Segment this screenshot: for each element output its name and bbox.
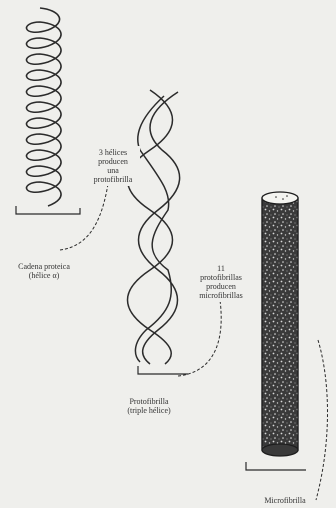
label-3h-line-2: producen — [86, 157, 140, 166]
label-proto-line-1: Protofibrilla — [108, 397, 190, 406]
label-micro-line-1: Microfibrilla — [245, 496, 325, 505]
label-cadena-line-2: (hélice α) — [6, 271, 82, 280]
label-cadena-line-1: Cadena proteica — [6, 262, 82, 271]
label-3-helices: 3 hélices producen una protofibrilla — [86, 146, 140, 186]
alpha-helix-coil — [27, 8, 61, 206]
label-11p-line-3: producen — [186, 282, 256, 291]
protofibrilla-bracket — [138, 366, 188, 374]
label-3h-line-3: una — [86, 166, 140, 175]
microfibrilla-bracket — [246, 462, 306, 470]
label-11p-line-4: microfibrillas — [186, 291, 256, 300]
label-proto-line-2: (triple hélice) — [108, 406, 190, 415]
label-11p-line-1: 11 — [186, 264, 256, 273]
label-cadena-proteica: Cadena proteica (hélice α) — [6, 262, 82, 280]
connector-arrow-3 — [316, 340, 328, 500]
label-3h-line-1: 3 hélices — [86, 148, 140, 157]
label-11p-line-2: protofibrillas — [186, 273, 256, 282]
label-microfibrilla: Microfibrilla — [245, 496, 325, 505]
label-3h-line-4: protofibrilla — [86, 175, 140, 184]
triple-helix — [128, 90, 180, 364]
cadena-bracket — [16, 206, 80, 214]
microfibril-rod — [262, 192, 298, 456]
label-protofibrilla: Protofibrilla (triple hélice) — [108, 397, 190, 415]
label-11-protofibrillas: 11 protofibrillas producen microfibrilla… — [186, 262, 256, 302]
connector-arrow-2 — [178, 300, 221, 376]
